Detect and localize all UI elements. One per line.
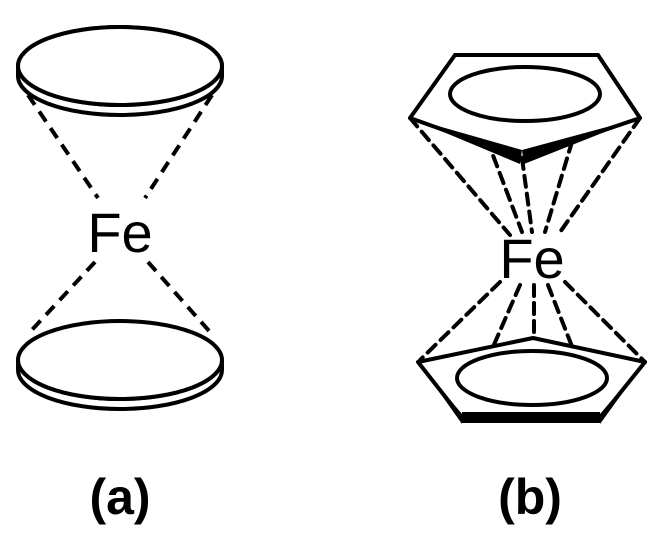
bond-a-bottom-left <box>28 260 97 334</box>
bond-b-top-5 <box>520 156 534 234</box>
panel-label-a: (a) <box>89 469 150 525</box>
bond-b-top-4 <box>556 116 642 237</box>
bottom-ring-a <box>16 319 224 411</box>
panel-label-b: (b) <box>498 469 562 525</box>
bond-b-top-1 <box>408 116 512 237</box>
structure-a <box>16 25 224 411</box>
bond-a-top-left <box>26 93 100 200</box>
fe-atom-label-b: Fe <box>499 227 564 290</box>
fe-atom-label-a: Fe <box>87 201 152 264</box>
bond-b-bottom-1 <box>418 280 502 362</box>
bond-a-top-right <box>143 93 214 200</box>
aromatic-circle-bottom <box>455 349 609 407</box>
top-ring-a <box>16 25 224 117</box>
aromatic-circle-top <box>448 65 602 123</box>
bottom-ring-b <box>416 336 647 424</box>
bonds-a <box>26 93 214 334</box>
top-ring-b <box>408 53 642 164</box>
bond-a-bottom-right <box>146 260 212 334</box>
bond-b-bottom-4 <box>563 280 647 364</box>
structure-b <box>408 53 647 424</box>
